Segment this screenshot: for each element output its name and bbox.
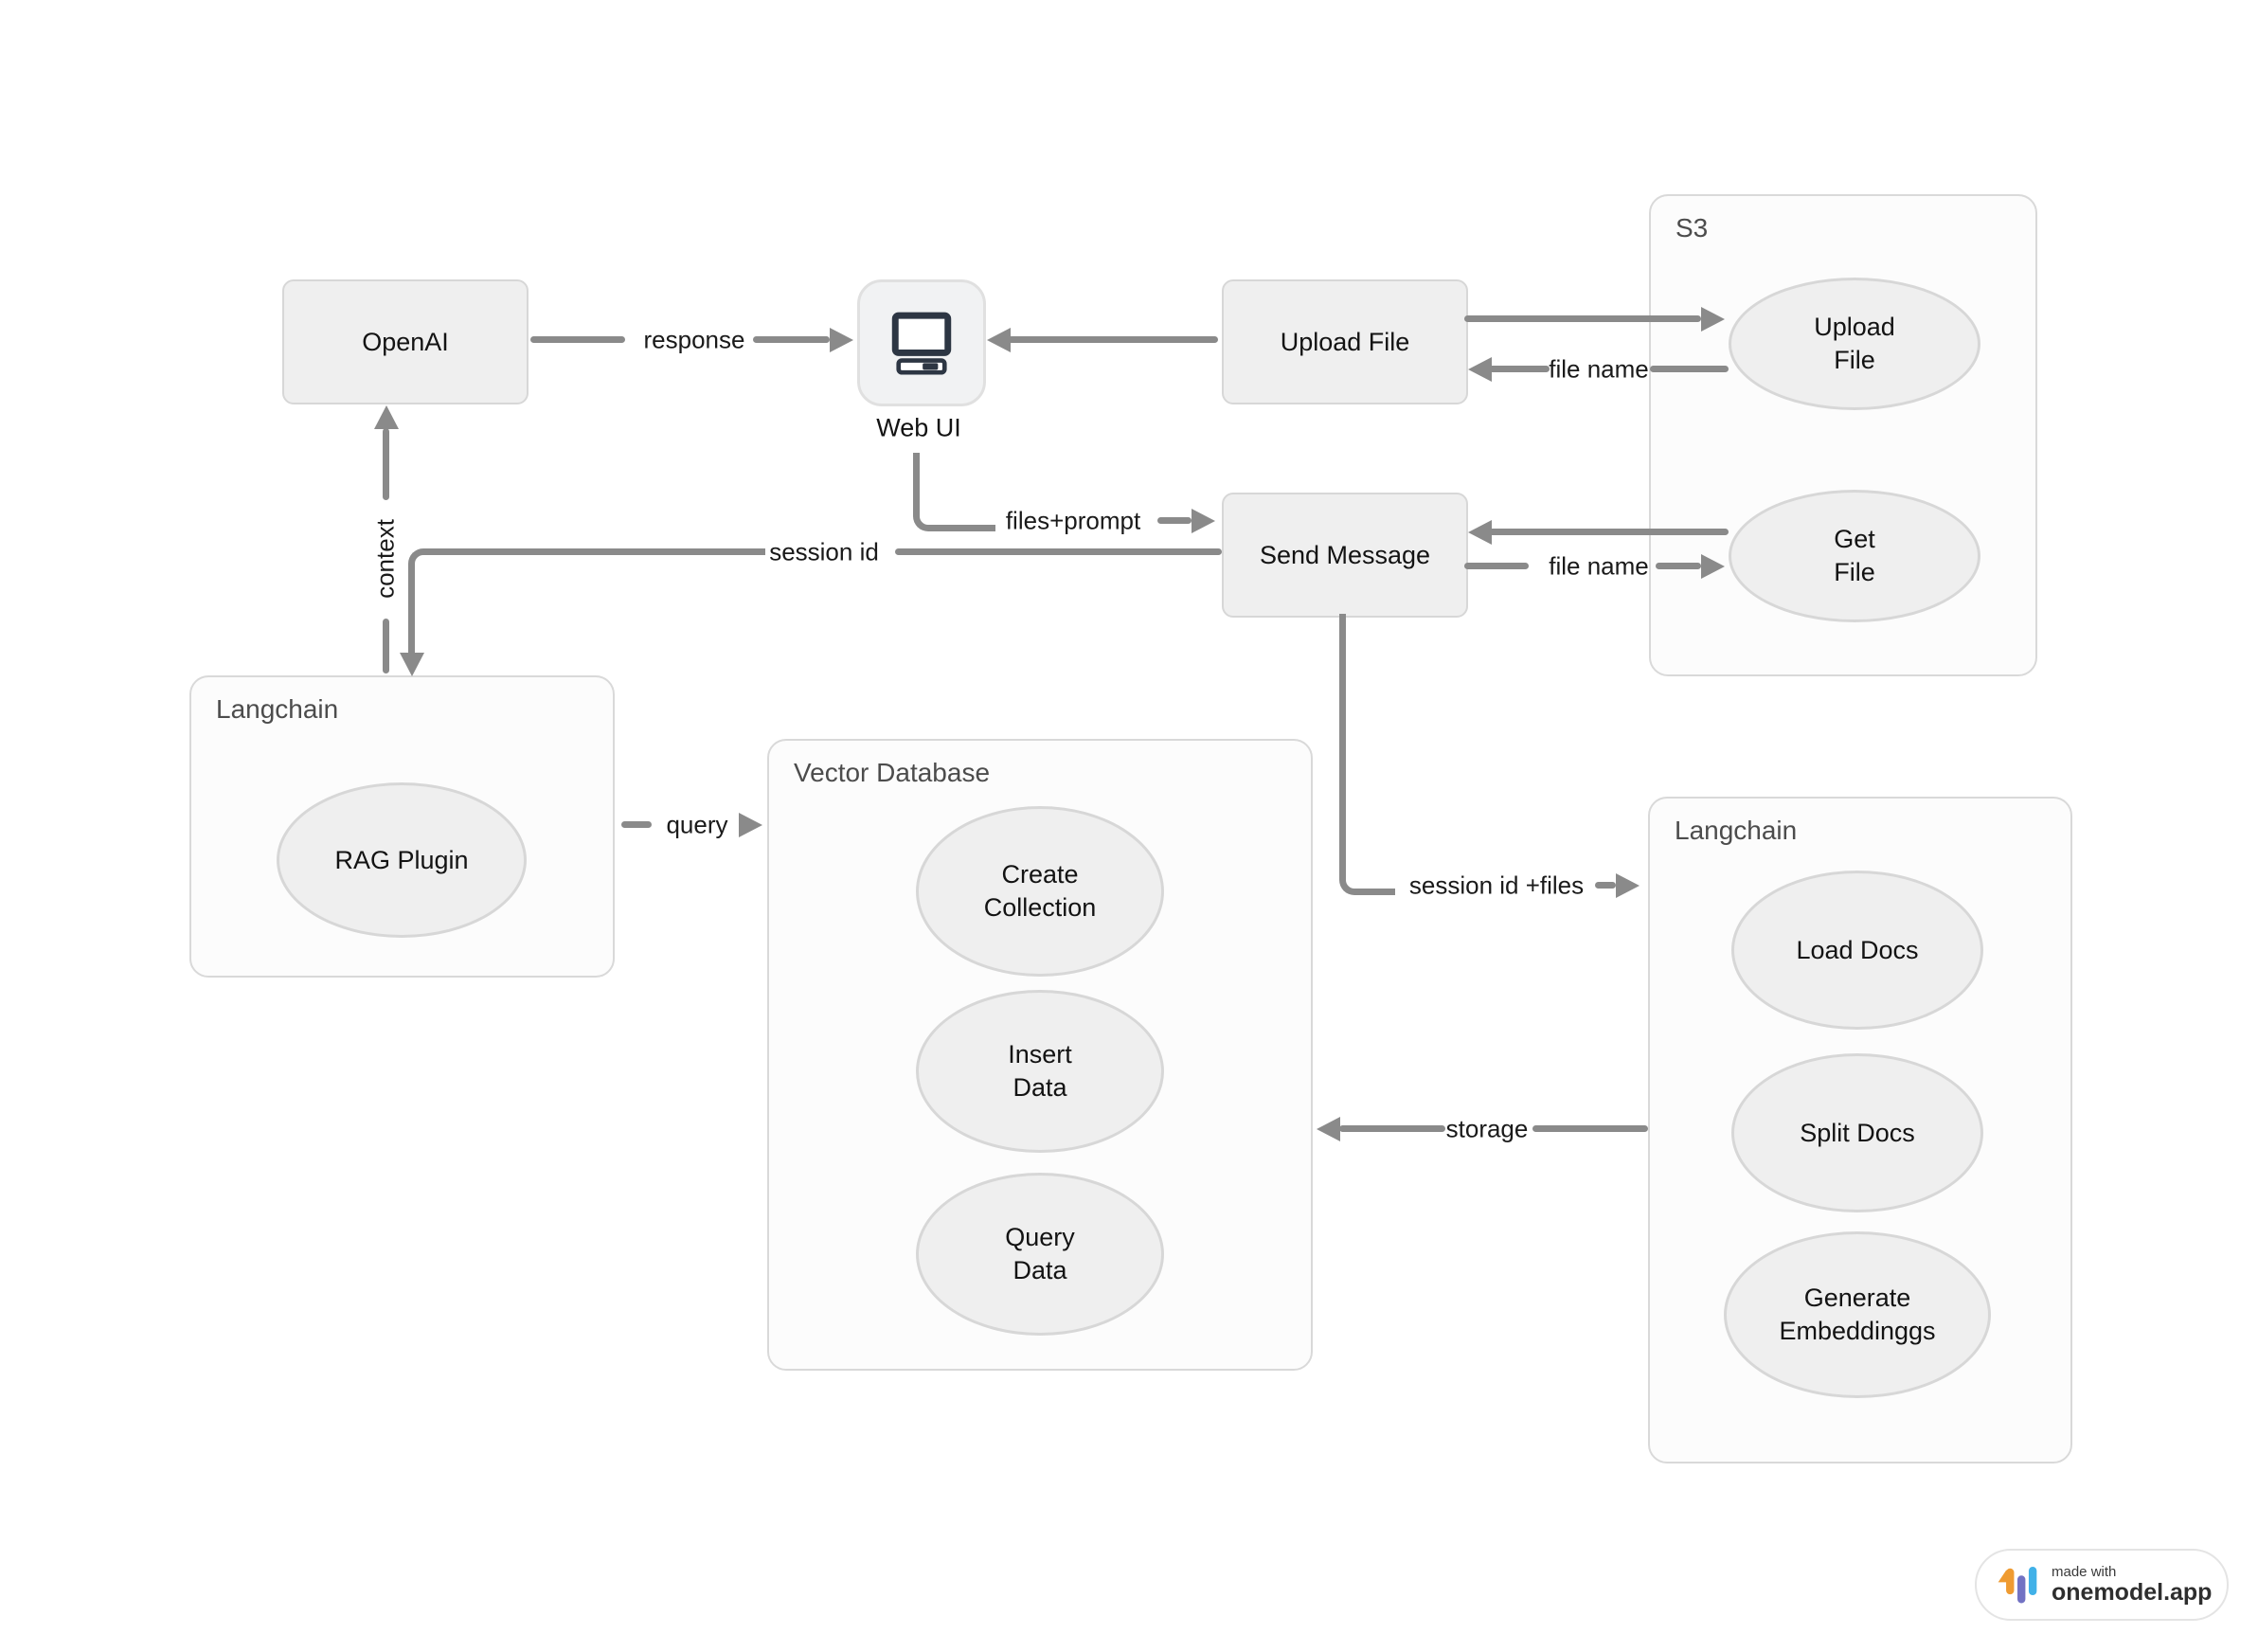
edge-query-arrowhead bbox=[739, 813, 762, 837]
node-send-message-label: Send Message bbox=[1259, 540, 1431, 569]
edge-filesprompt-arrowhead bbox=[1192, 509, 1215, 533]
ellipse-s3-upload-file-label: Upload File bbox=[1814, 313, 1895, 374]
badge-text: made with onemodel.app bbox=[2052, 1564, 2212, 1607]
edge-filesprompt-elbow bbox=[913, 453, 995, 531]
edge-query-line bbox=[621, 821, 652, 828]
badge-brand: onemodel.app bbox=[2052, 1578, 2213, 1606]
edge-response-label: response bbox=[643, 325, 745, 354]
edge-filename-upload-arrowhead bbox=[1468, 357, 1492, 382]
edge-filename-get-arrowhead bbox=[1701, 554, 1725, 579]
edge-storage-line2 bbox=[1532, 1125, 1648, 1132]
badge-made-with: made with bbox=[2052, 1563, 2117, 1580]
computer-icon bbox=[891, 312, 952, 375]
edge-context-arrowhead bbox=[374, 405, 399, 429]
edge-storage-line bbox=[1339, 1125, 1445, 1132]
edge-uploadfile-webui-arrowhead bbox=[987, 328, 1011, 352]
ellipse-create-collection-label: Create Collection bbox=[983, 860, 1097, 922]
edge-storage-label: storage bbox=[1445, 1114, 1529, 1143]
node-web-ui[interactable] bbox=[857, 279, 986, 406]
node-upload-file[interactable]: Upload File bbox=[1222, 279, 1468, 404]
node-openai[interactable]: OpenAI bbox=[282, 279, 529, 404]
edge-filesprompt-label: files+prompt bbox=[1005, 506, 1141, 535]
container-langchain-left-title: Langchain bbox=[216, 694, 339, 724]
ellipse-insert-data-label: Insert Data bbox=[1008, 1040, 1072, 1102]
ellipse-insert-data[interactable]: Insert Data bbox=[916, 990, 1164, 1153]
ellipse-query-data[interactable]: Query Data bbox=[916, 1173, 1164, 1336]
ellipse-generate-embeddings[interactable]: Generate Embeddinggs bbox=[1724, 1231, 1991, 1398]
ellipse-s3-get-file[interactable]: Get File bbox=[1729, 490, 1980, 622]
edge-sessionidfiles-label: session id +files bbox=[1408, 871, 1585, 900]
ellipse-s3-get-file-label: Get File bbox=[1834, 525, 1875, 586]
edge-context-line2 bbox=[383, 619, 389, 673]
edge-response-arrowhead bbox=[830, 328, 853, 352]
node-openai-label: OpenAI bbox=[362, 327, 449, 356]
ellipse-load-docs[interactable]: Load Docs bbox=[1731, 871, 1983, 1030]
edge-sessionid-label: session id bbox=[769, 537, 879, 566]
edge-sessionidfiles-elbow bbox=[1339, 614, 1395, 895]
node-upload-file-label: Upload File bbox=[1280, 327, 1410, 356]
ellipse-generate-embeddings-label: Generate Embeddinggs bbox=[1779, 1284, 1936, 1345]
ellipse-load-docs-label: Load Docs bbox=[1796, 935, 1919, 964]
edge-sessionid-line bbox=[895, 548, 1222, 555]
onemodel-badge[interactable]: made with onemodel.app bbox=[1975, 1549, 2229, 1621]
ellipse-rag-plugin[interactable]: RAG Plugin bbox=[277, 782, 527, 938]
edge-uploadfile-s3-arrowhead bbox=[1701, 307, 1725, 332]
container-s3-title: S3 bbox=[1676, 213, 1709, 242]
edge-filename-upload-line bbox=[1489, 366, 1550, 372]
edge-sessionidfiles-arrowhead bbox=[1616, 873, 1640, 898]
edge-filename-upload-line2 bbox=[1650, 366, 1729, 372]
edge-sessionidfiles-line bbox=[1595, 882, 1616, 889]
node-web-ui-label: Web UI bbox=[876, 413, 961, 442]
edge-filename-get-line2 bbox=[1656, 563, 1701, 569]
ellipse-rag-plugin-label: RAG Plugin bbox=[334, 845, 469, 874]
edge-response-line bbox=[530, 336, 625, 343]
edge-response-line2 bbox=[753, 336, 830, 343]
edge-storage-arrowhead bbox=[1317, 1117, 1340, 1141]
edge-sessionid-arrowhead bbox=[400, 653, 424, 676]
edge-filename-get-line bbox=[1464, 563, 1529, 569]
edge-uploadfile-s3-line bbox=[1464, 315, 1701, 322]
edge-getfile-sendmessage-arrowhead bbox=[1468, 520, 1492, 545]
edge-getfile-sendmessage-line bbox=[1489, 529, 1729, 535]
ellipse-create-collection[interactable]: Create Collection bbox=[916, 806, 1164, 977]
edge-filename-upload-label: file name bbox=[1549, 354, 1649, 384]
edge-sessionid-elbow bbox=[408, 548, 765, 659]
container-vector-database-title: Vector Database bbox=[794, 758, 991, 787]
edge-query-label: query bbox=[666, 810, 728, 839]
ellipse-split-docs-label: Split Docs bbox=[1800, 1118, 1915, 1147]
ellipse-split-docs[interactable]: Split Docs bbox=[1731, 1053, 1983, 1212]
node-send-message[interactable]: Send Message bbox=[1222, 493, 1468, 618]
edge-filesprompt-line bbox=[1157, 517, 1192, 524]
ellipse-query-data-label: Query Data bbox=[1005, 1223, 1075, 1284]
ellipse-s3-upload-file[interactable]: Upload File bbox=[1729, 278, 1980, 410]
edge-context-line bbox=[383, 428, 389, 500]
edge-context-label: context bbox=[370, 519, 400, 599]
edge-filename-get-label: file name bbox=[1549, 551, 1649, 581]
edge-uploadfile-webui-line bbox=[1008, 336, 1218, 343]
onemodel-logo bbox=[1998, 1566, 2037, 1604]
container-langchain-right-title: Langchain bbox=[1675, 816, 1798, 845]
